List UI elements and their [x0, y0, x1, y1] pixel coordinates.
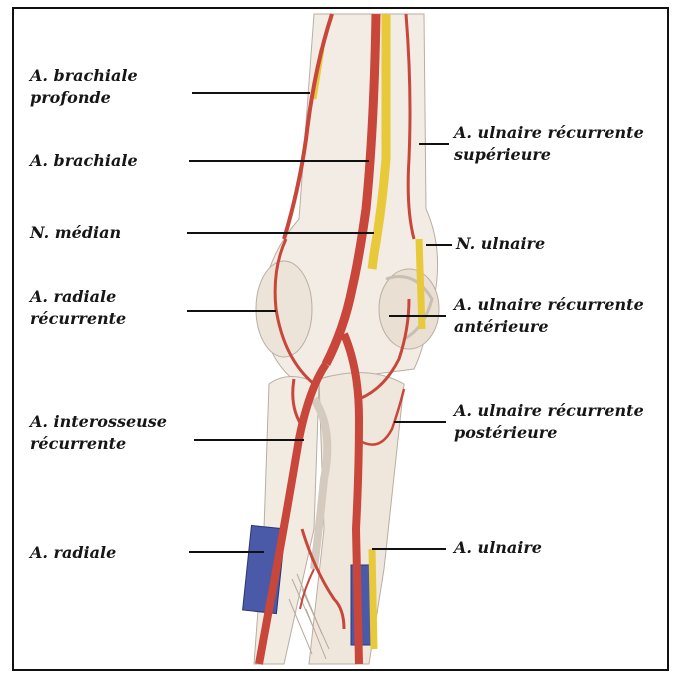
label-line: profonde	[30, 87, 138, 109]
label-ulnaire-recurrente-superieure: A. ulnaire récurrente supérieure	[454, 122, 644, 166]
label-line: A. radiale	[30, 286, 126, 308]
label-nerf-median: N. médian	[30, 222, 121, 244]
label-line: A. brachiale	[30, 65, 138, 87]
label-radiale-recurrente: A. radiale récurrente	[30, 286, 126, 330]
label-line: A. interosseuse	[30, 411, 167, 433]
label-line: A. ulnaire récurrente	[454, 400, 644, 422]
label-brachiale: A. brachiale	[30, 150, 138, 172]
label-radiale: A. radiale	[30, 542, 116, 564]
label-ulnaire-recurrente-anterieure: A. ulnaire récurrente antérieure	[454, 294, 644, 338]
label-nerf-ulnaire: N. ulnaire	[456, 233, 545, 255]
label-line: supérieure	[454, 144, 644, 166]
label-interosseuse-recurrente: A. interosseuse récurrente	[30, 411, 167, 455]
label-line: postérieure	[454, 422, 644, 444]
label-line: récurrente	[30, 433, 167, 455]
figure-frame: A. brachiale profonde A. brachiale N. mé…	[12, 7, 669, 671]
label-line: antérieure	[454, 316, 644, 338]
label-brachiale-profonde: A. brachiale profonde	[30, 65, 138, 109]
label-line: récurrente	[30, 308, 126, 330]
label-line: A. ulnaire récurrente	[454, 122, 644, 144]
label-ulnaire: A. ulnaire	[454, 537, 542, 559]
label-line: A. ulnaire récurrente	[454, 294, 644, 316]
label-ulnaire-recurrente-posterieure: A. ulnaire récurrente postérieure	[454, 400, 644, 444]
